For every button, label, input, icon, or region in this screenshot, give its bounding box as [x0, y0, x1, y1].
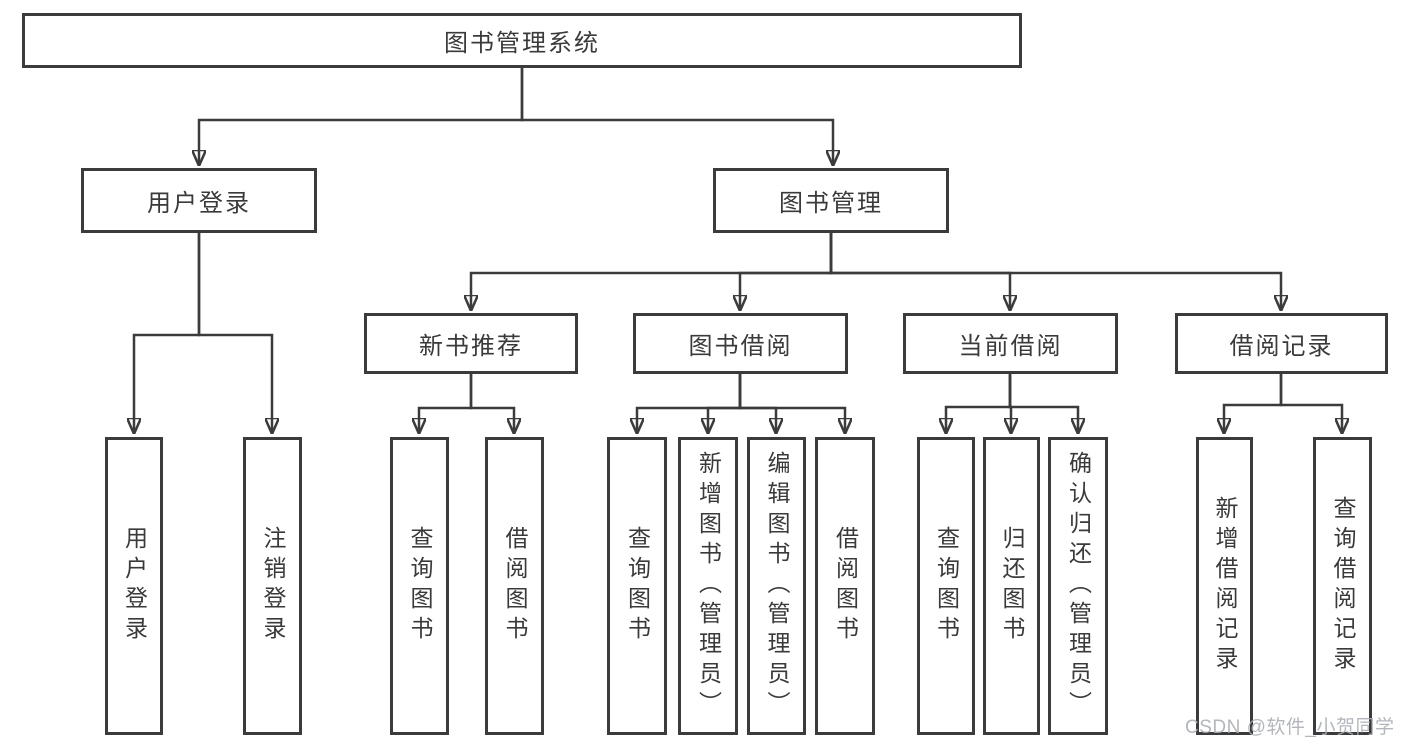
leaf-query-borrow-record-label: 查询借阅记录: [1330, 496, 1356, 676]
leaf-query-books-recommend: 查询图书: [390, 437, 449, 735]
leaf-edit-book-admin: 编辑图书（管理员）: [747, 437, 806, 735]
leaf-query-books-recommend-label: 查询图书: [407, 526, 433, 646]
node-borrowing-records: 借阅记录: [1175, 313, 1388, 374]
leaf-logout: 注销登录: [243, 437, 302, 735]
leaf-query-books-borrowing: 查询图书: [607, 437, 667, 735]
leaf-add-book-admin-label: 新增图书（管理员）: [695, 451, 722, 721]
leaf-user-login-label: 用户登录: [121, 526, 148, 646]
leaf-query-books-current: 查询图书: [917, 437, 975, 735]
leaf-borrow-books-borrowing-label: 借阅图书: [832, 526, 859, 646]
node-book-management: 图书管理: [713, 168, 949, 233]
node-user-login: 用户登录: [81, 168, 317, 233]
leaf-add-borrow-record-label: 新增借阅记录: [1212, 496, 1238, 676]
leaf-add-book-admin: 新增图书（管理员）: [678, 437, 738, 735]
leaf-return-books-label: 归还图书: [999, 526, 1025, 646]
leaf-logout-label: 注销登录: [260, 526, 286, 646]
leaf-return-books: 归还图书: [983, 437, 1040, 735]
leaf-borrow-books-recommend: 借阅图书: [485, 437, 544, 735]
csdn-watermark: CSDN @软件_小贺同学: [1185, 717, 1395, 738]
leaf-borrow-books-recommend-label: 借阅图书: [502, 526, 528, 646]
node-current-borrowing: 当前借阅: [903, 313, 1118, 374]
leaf-query-borrow-record: 查询借阅记录: [1313, 437, 1372, 735]
leaf-user-login: 用户登录: [105, 437, 163, 735]
leaf-borrow-books-borrowing: 借阅图书: [815, 437, 875, 735]
node-book-borrowing: 图书借阅: [633, 313, 848, 374]
leaf-edit-book-admin-label: 编辑图书（管理员）: [764, 451, 790, 721]
leaf-query-books-current-label: 查询图书: [933, 526, 960, 646]
leaf-query-books-borrowing-label: 查询图书: [624, 526, 651, 646]
leaf-add-borrow-record: 新增借阅记录: [1196, 437, 1253, 735]
leaf-confirm-return-admin-label: 确认归还（管理员）: [1065, 451, 1092, 721]
node-library-management-system: 图书管理系统: [22, 13, 1022, 68]
leaf-confirm-return-admin: 确认归还（管理员）: [1048, 437, 1108, 735]
node-new-book-recommend: 新书推荐: [364, 313, 578, 374]
